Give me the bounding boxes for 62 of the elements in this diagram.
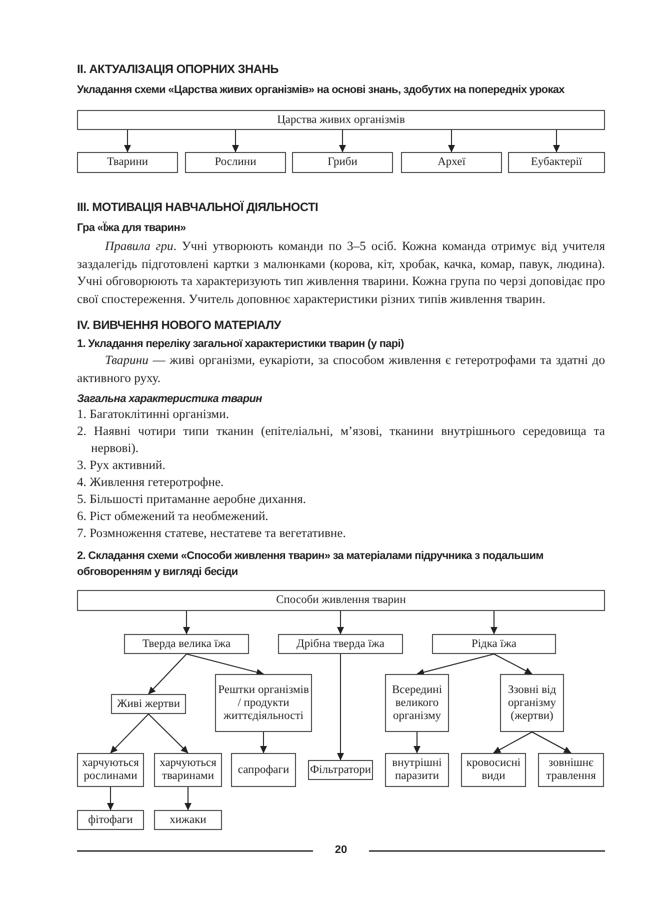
text-box: Тверда велика їжа — [124, 634, 249, 654]
text-box: харчуються тваринами — [154, 753, 222, 787]
text-box: Живі жертви — [111, 694, 186, 714]
subheading: Гра «Їжа для тварин» — [77, 220, 187, 236]
text-box: Рідка їжа — [432, 634, 556, 654]
list-item: 6. Ріст обмежений та необмежений. — [77, 508, 270, 525]
subheading: Укладання схеми «Царства живих організмів» на основі знань, здобутих на попередніх уроках — [77, 83, 566, 98]
text-box: Всередині великого організму — [385, 674, 449, 732]
arrow — [107, 786, 114, 810]
arrow — [416, 654, 494, 676]
subheading: Загальна характеристика тварин — [77, 393, 264, 405]
text-box: Фільтратори — [308, 760, 373, 780]
arrow — [260, 732, 267, 754]
section-heading: II. АКТУАЛІЗАЦІЯ ОПОРНИХ ЗНАНЬ — [77, 62, 280, 76]
list-item: 2. Наявні чотири типи тканин (епітеліальні, м’язові, тканини внутрішнього середовища та нервові). — [77, 423, 605, 457]
text-box: кровосисні види — [461, 753, 526, 787]
arrow — [148, 654, 187, 694]
arrow — [148, 714, 188, 754]
list-item: 7. Розмноження статеве, нестатеве та вегетативне. — [77, 525, 347, 542]
list-item: 3. Рух активний. — [77, 457, 166, 474]
arrow — [490, 610, 498, 634]
arrow — [553, 130, 560, 152]
page-number: 20 — [334, 844, 348, 856]
arrow — [532, 732, 572, 754]
text-box: Гриби — [292, 152, 393, 173]
list-item: 5. Більшості притаманне аеробне дихання. — [77, 491, 308, 508]
paragraph: Тварини — живі організми, еукаріоти, за способом живлення є гетеротрофами та здатні до активного руху. — [77, 352, 605, 387]
arrow — [183, 610, 190, 634]
arrow — [124, 130, 131, 152]
arrow — [339, 130, 346, 152]
subheading: 2. Складання схеми «Способи живлення тварин» за матеріалами підручника з подальшим обговоренням у вигляді бесіди — [77, 549, 544, 580]
arrow — [494, 654, 532, 674]
section-heading: IV. ВИВЧЕННЯ НОВОГО МАТЕРІАЛУ — [77, 318, 282, 332]
text-box: зовнішнє травлення — [538, 753, 604, 787]
text-box: фітофаги — [77, 810, 144, 830]
arrow — [448, 130, 455, 152]
arrow — [110, 714, 149, 754]
text-box: харчуються рослинами — [77, 753, 144, 787]
arrow — [337, 610, 344, 634]
text-box: Царства живих організмів — [77, 110, 605, 130]
list-item: 1. Багатоклітинні організми. — [77, 406, 230, 423]
text-box: сапрофаги — [231, 753, 296, 787]
arrow — [186, 654, 264, 676]
text-box: Тварини — [77, 152, 178, 173]
text-box: Еубактерії — [508, 152, 605, 173]
section-heading: III. МОТИВАЦІЯ НАВЧАЛЬНОЇ ДІЯЛЬНОСТІ — [77, 200, 320, 214]
text-box: хижаки — [154, 810, 222, 830]
text-box: Рослини — [185, 152, 286, 173]
arrow — [414, 732, 420, 754]
text-box: Способи живлення тварин — [77, 590, 605, 611]
text-box: Рештки організмів / продукти життєдіяльності — [215, 674, 312, 732]
text-box: внутрішні паразити — [385, 753, 449, 787]
arrow — [493, 732, 532, 754]
arrow — [337, 654, 344, 760]
text-box: Ззовні від організму (жертви) — [500, 674, 564, 732]
text-box: Археї — [401, 152, 502, 173]
text-box: Дрібна тверда їжа — [278, 634, 403, 654]
subheading: 1. Укладання переліку загальної характеристики тварин (у парі) — [77, 337, 405, 352]
arrow — [232, 130, 239, 152]
paragraph: Правила гри. Учні утворюють команди по 3–5 осіб. Кожна команда отримує від учителя заздалегідь підготовлені картки з малюнками (корова, кіт, хробак, качка, комар, павук, людина). Учні обговорюють та характеризують тип живлення тварини. Кожна група по черзі доповідає про свої спостереження. Учитель доповнює характеристики різних типів живлення тварин. — [77, 238, 605, 308]
arrow — [184, 786, 192, 810]
list-item: 4. Живлення гетеротрофне. — [77, 474, 225, 491]
